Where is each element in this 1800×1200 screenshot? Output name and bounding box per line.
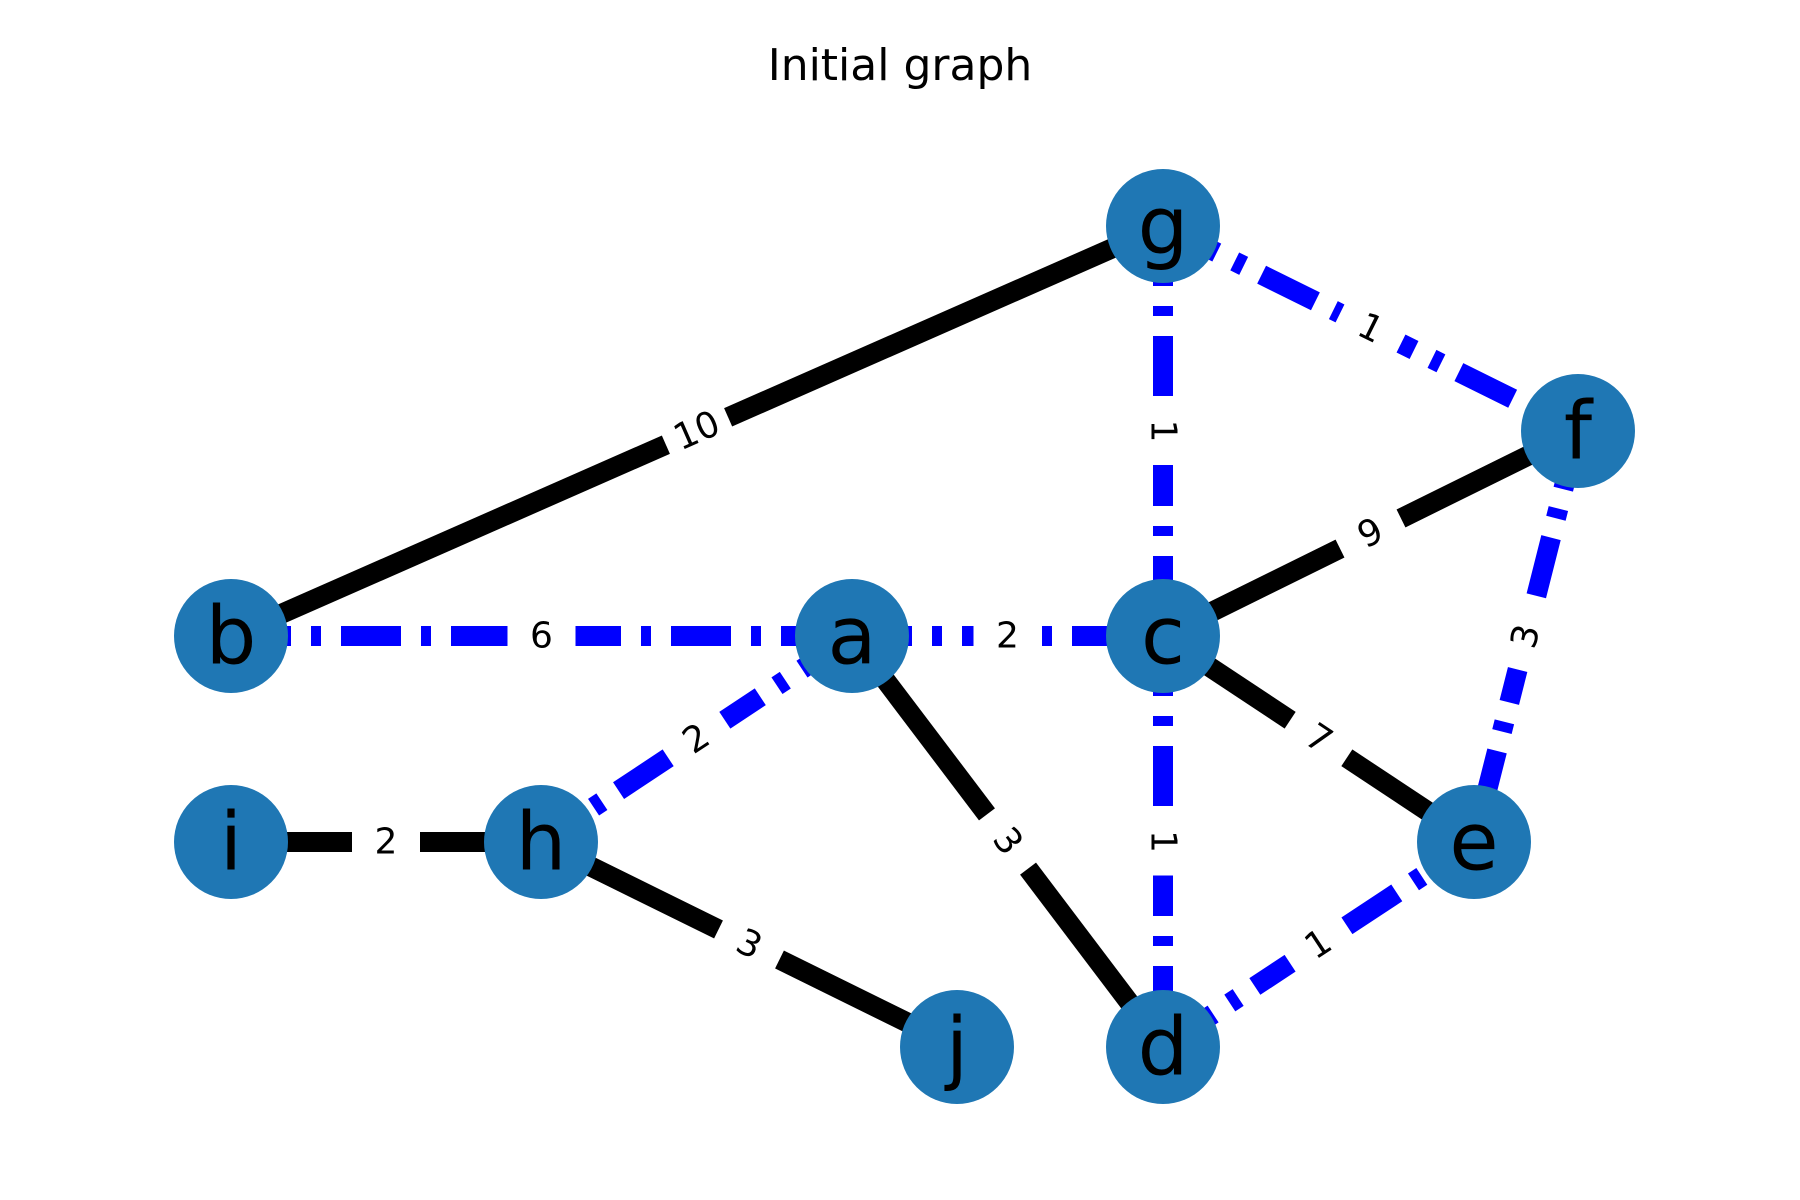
edge-f-e — [1464, 428, 1588, 845]
node-label: j — [944, 1001, 968, 1094]
node-circle — [1106, 169, 1220, 283]
node-label: e — [1449, 796, 1498, 889]
node-label: f — [1564, 385, 1594, 478]
node-circle — [1106, 990, 1220, 1104]
node-f: f — [1521, 374, 1635, 488]
edge-weight-label: 6 — [530, 616, 553, 657]
node-circle — [1417, 785, 1531, 899]
edge-label-g-c: 1 — [1141, 397, 1185, 465]
edge-label-a-d: 3 — [969, 801, 1046, 882]
edge-weight-label: 2 — [996, 616, 1019, 657]
edge-label-f-e: 3 — [1496, 598, 1556, 675]
node-a: a — [795, 579, 909, 693]
node-label: a — [827, 590, 876, 683]
node-circle — [900, 990, 1014, 1104]
edge-label-g-f: 1 — [1330, 293, 1411, 364]
edge-label-a-h: 2 — [656, 701, 737, 777]
edge-label-c-f: 9 — [1330, 498, 1411, 569]
edge-label-b-a: 6 — [507, 614, 576, 658]
node-b: b — [174, 579, 288, 693]
edge-label-h-j: 3 — [708, 909, 790, 980]
node-circle — [174, 579, 288, 693]
edge-label-b-g: 10 — [657, 397, 737, 465]
node-label: g — [1138, 180, 1189, 273]
edge-weight-label: 1 — [1143, 420, 1184, 443]
edge-label-c-d: 1 — [1141, 807, 1185, 876]
node-label: c — [1141, 590, 1185, 683]
node-h: h — [484, 785, 598, 899]
node-label: d — [1138, 1001, 1189, 1094]
node-d: d — [1106, 990, 1220, 1104]
edge-label-d-e: 1 — [1278, 907, 1359, 982]
node-circle — [1106, 579, 1220, 693]
edge-label-i-h: 2 — [352, 820, 420, 864]
edge-label-c-e: 7 — [1278, 701, 1359, 777]
node-j: j — [900, 990, 1014, 1104]
node-label: b — [206, 590, 257, 683]
page-title: Initial graph — [767, 40, 1033, 91]
nodes-layer: g f b a c i h e j d — [174, 169, 1635, 1104]
node-circle — [1521, 374, 1635, 488]
node-label: h — [516, 796, 567, 889]
node-i: i — [174, 785, 288, 899]
node-g: g — [1106, 169, 1220, 283]
node-e: e — [1417, 785, 1531, 899]
edge-weight-label: 1 — [1143, 830, 1184, 853]
node-circle — [484, 785, 598, 899]
node-c: c — [1106, 579, 1220, 693]
edge-weight-label: 2 — [375, 822, 398, 863]
edge-label-a-c: 2 — [973, 614, 1042, 658]
node-label: i — [220, 796, 242, 889]
node-circle — [795, 579, 909, 693]
node-circle — [174, 785, 288, 899]
